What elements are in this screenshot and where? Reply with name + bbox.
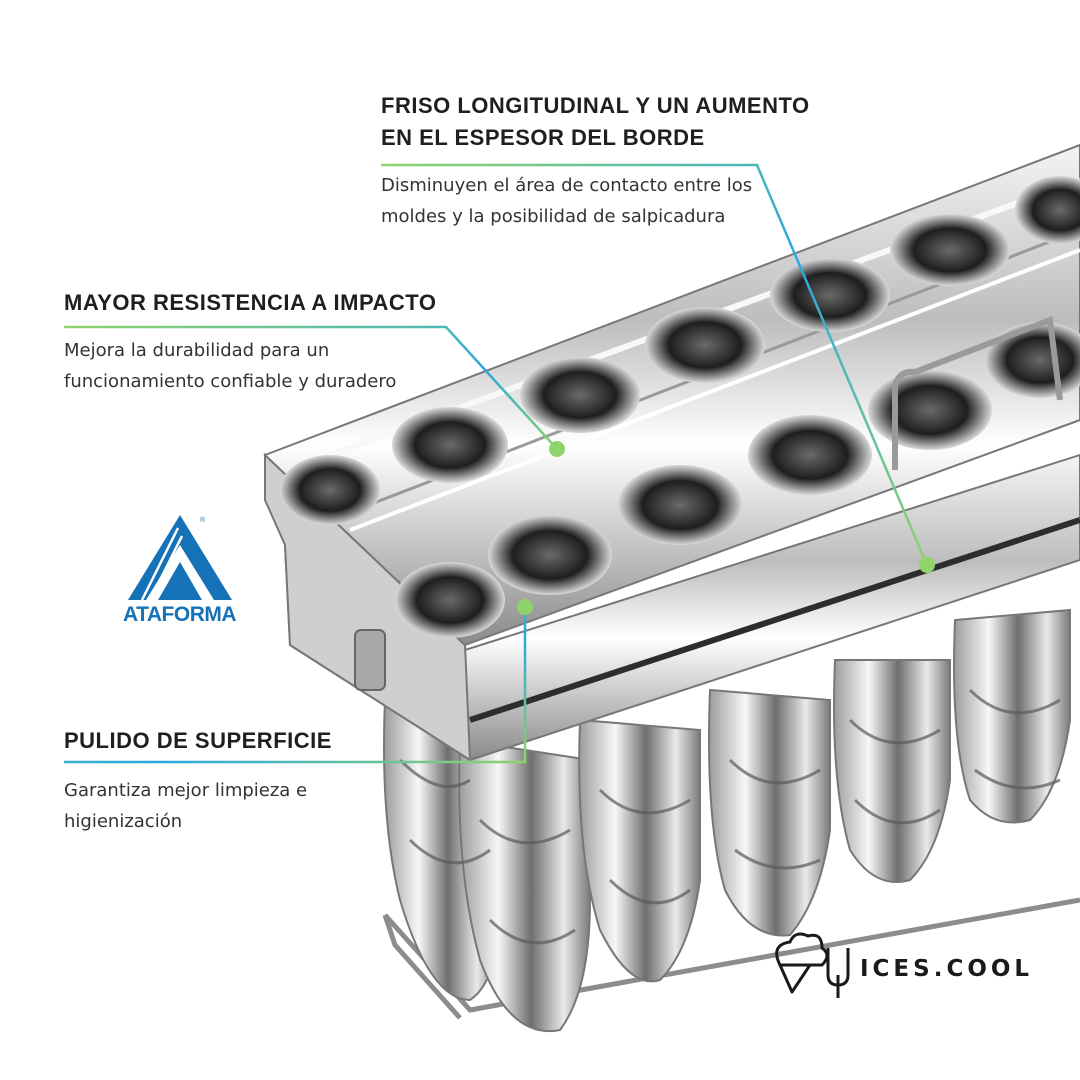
feature-title: FRISO LONGITUDINAL Y UN AUMENTO EN EL ES… [381, 90, 851, 154]
ataforma-logo: ® ATAFORMA [123, 515, 237, 626]
feature-polish: PULIDO DE SUPERFICIE Garantiza mejor lim… [64, 725, 394, 837]
wire-rack [382, 897, 1080, 1020]
callout-dots [517, 441, 935, 615]
feature-impact: MAYOR RESISTENCIA A IMPACTO Mejora la du… [64, 287, 464, 397]
feature-title-line: EN EL ESPESOR DEL BORDE [381, 125, 705, 150]
ataforma-wordmark: ATAFORMA [123, 603, 236, 626]
feature-description: Garantiza mejor limpieza e higienización [64, 775, 394, 837]
tray [263, 143, 1080, 762]
registered-mark: ® [200, 516, 206, 524]
front-row-holes [395, 322, 1080, 638]
stick-holder [892, 315, 1063, 470]
ices-cool-wordmark: ICES.COOL [860, 956, 1034, 982]
feature-title: PULIDO DE SUPERFICIE [64, 728, 332, 753]
callout-lines [64, 163, 929, 764]
feature-description-line: Disminuyen el área de contacto entre los [381, 175, 753, 196]
feature-title-line: FRISO LONGITUDINAL Y UN AUMENTO [381, 93, 810, 118]
back-row-holes [280, 176, 1080, 525]
feature-description-line: Mejora la durabilidad para un [64, 340, 330, 361]
mould-cups [383, 608, 1071, 1033]
feature-description-line: moldes y la posibilidad de salpicadura [381, 206, 726, 227]
feature-description: Mejora la durabilidad para un funcionami… [64, 335, 464, 397]
feature-description: Disminuyen el área de contacto entre los… [381, 170, 851, 232]
feature-frieze: FRISO LONGITUDINAL Y UN AUMENTO EN EL ES… [381, 90, 851, 232]
feature-description-line: Garantiza mejor limpieza e [64, 780, 308, 801]
feature-description-line: higienización [64, 811, 183, 832]
feature-title: MAYOR RESISTENCIA A IMPACTO [64, 290, 437, 315]
ice-cream-icon [775, 932, 850, 998]
feature-description-line: funcionamiento confiable y duradero [64, 371, 397, 392]
